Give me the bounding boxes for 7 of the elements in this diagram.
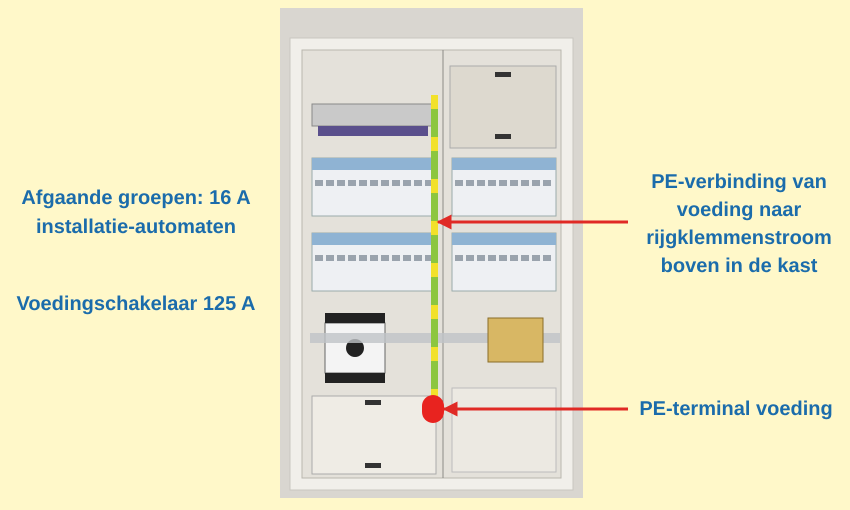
leader-arrow: [436, 214, 628, 230]
callout-text: PE-verbinding van voeding naar rijgklemmenstroom boven in de kast: [645, 170, 833, 279]
callout-text: PE-terminal voeding: [639, 397, 833, 422]
component-label: Afgaande groepen: 16 A installatie-automaten: [20, 186, 252, 240]
earth-conductor: [431, 95, 438, 397]
leader-arrow: [442, 402, 628, 416]
component-label: Voedingschakelaar 125 A: [15, 292, 256, 317]
